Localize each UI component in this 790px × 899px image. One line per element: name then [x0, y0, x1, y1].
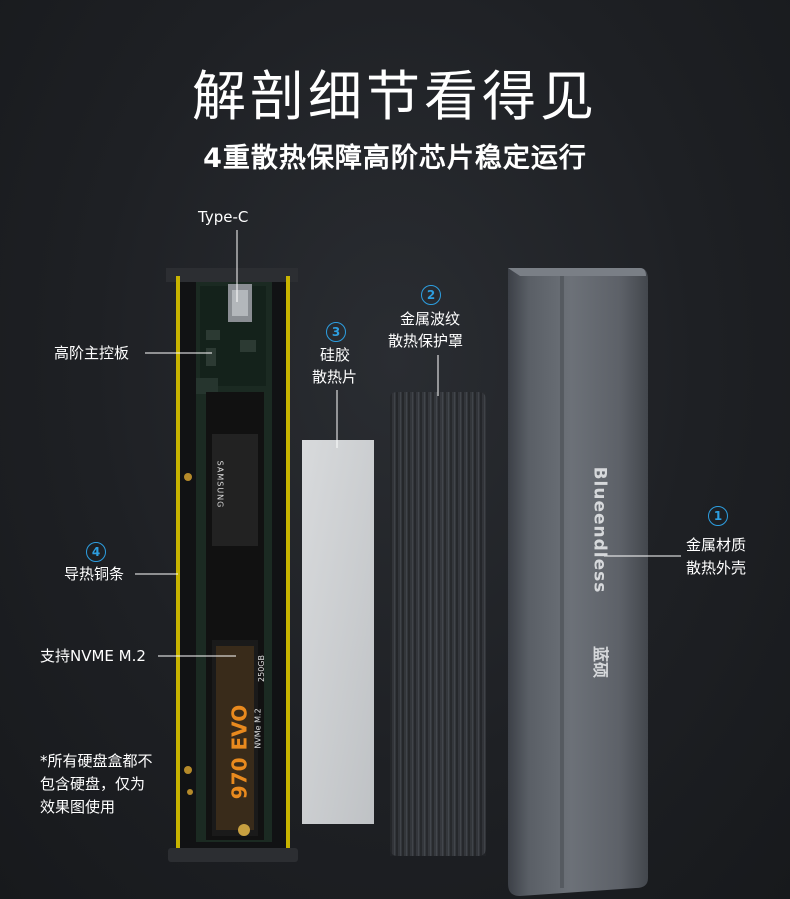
copper-number-badge: 4 — [86, 542, 106, 562]
page-subtitle: 4重散热保障高阶芯片稳定运行 — [203, 143, 587, 174]
nvme-label: 支持NVME M.2 — [40, 647, 146, 665]
disclaimer-line1: *所有硬盘盒都不 — [40, 752, 153, 770]
shell-label-line2: 散热外壳 — [686, 559, 747, 577]
copper-screws — [184, 473, 193, 795]
silicone-pad — [302, 440, 374, 824]
controller-board — [196, 284, 266, 394]
controller-label: 高阶主控板 — [54, 344, 130, 362]
type-c-label: Type-C — [198, 208, 249, 226]
silicone-number-badge: 3 — [326, 322, 346, 342]
metal-wave-label-line2: 散热保护罩 — [388, 332, 464, 350]
silicone-label-line1: 硅胶 — [320, 346, 351, 364]
shell-number-badge: 1 — [708, 506, 728, 526]
metal-wave-label-line1: 金属波纹 — [400, 310, 461, 328]
metal-shell — [508, 268, 648, 896]
disclaimer-line2: 包含硬盘，仅为 — [40, 775, 146, 793]
shell-label-line1: 金属材质 — [686, 536, 747, 554]
ssd-brand-text: SAMSUNG — [215, 460, 225, 509]
metal-wave-cover — [390, 392, 486, 856]
page-title: 解剖细节看得见 — [192, 65, 598, 128]
ssd-type-text: NVMe M.2 — [253, 708, 263, 749]
metal-wave-number-badge: 2 — [421, 285, 441, 305]
disclaimer-line3: 效果图使用 — [40, 798, 116, 816]
silicone-label-line2: 散热片 — [312, 368, 358, 386]
ssd-module — [206, 392, 264, 840]
ssd-model-text: 970 EVO — [227, 704, 252, 800]
ssd-capacity-text: 250GB — [256, 655, 266, 682]
shell-chinese-logo: 蓝硕 — [591, 645, 611, 679]
shell-brand-logo: Blueendless — [589, 466, 610, 594]
copper-label: 导热铜条 — [64, 565, 125, 583]
